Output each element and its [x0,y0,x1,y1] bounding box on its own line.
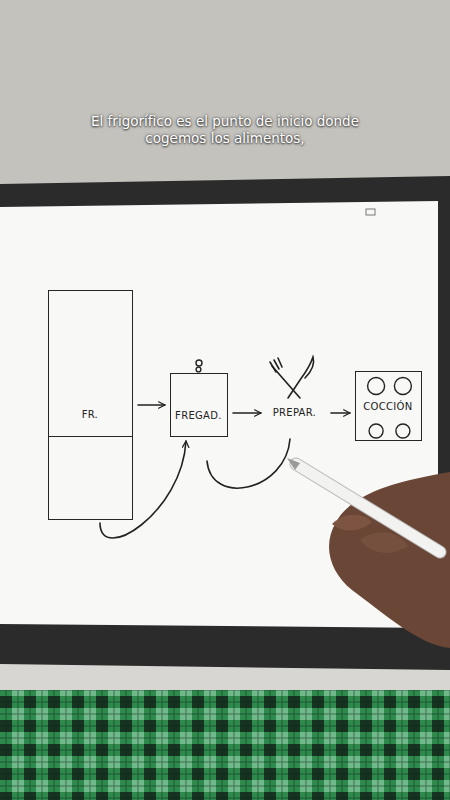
fabric [0,690,450,800]
sink-box: FREGAD. [170,373,228,437]
finger [360,532,408,553]
wall [0,0,450,190]
flow-arrow [100,441,186,538]
knife-fork-icon [270,357,314,398]
pencil [296,464,440,552]
tablet-bezel [0,176,450,670]
flow-arrow [207,439,290,488]
node-label: COCCIÓN [363,401,412,412]
pencil-tip [287,458,300,470]
node-label: FR. [82,409,98,420]
node-label: PREPAR. [273,407,316,418]
flow-arrow [331,412,350,414]
status-icon [366,209,375,215]
fridge-box: FR. [48,290,133,520]
faucet-symbol [196,360,202,366]
burner-circle [368,378,385,395]
burner-circle [369,424,383,438]
burner-circle [394,378,411,395]
cooktop-box: COCCIÓN [355,371,422,441]
finger [332,515,372,531]
fridge-divider [49,436,132,437]
pencil [296,464,440,552]
subtitle-caption: El frigorífico es el punto de inicio don… [75,113,375,147]
flow-arrow [233,412,261,414]
prep-area: PREPAR. [266,403,326,423]
burner-circle [396,424,410,438]
node-label: FREGAD. [175,410,222,421]
flow-arrow [138,404,165,406]
faucet-symbol [196,367,201,372]
